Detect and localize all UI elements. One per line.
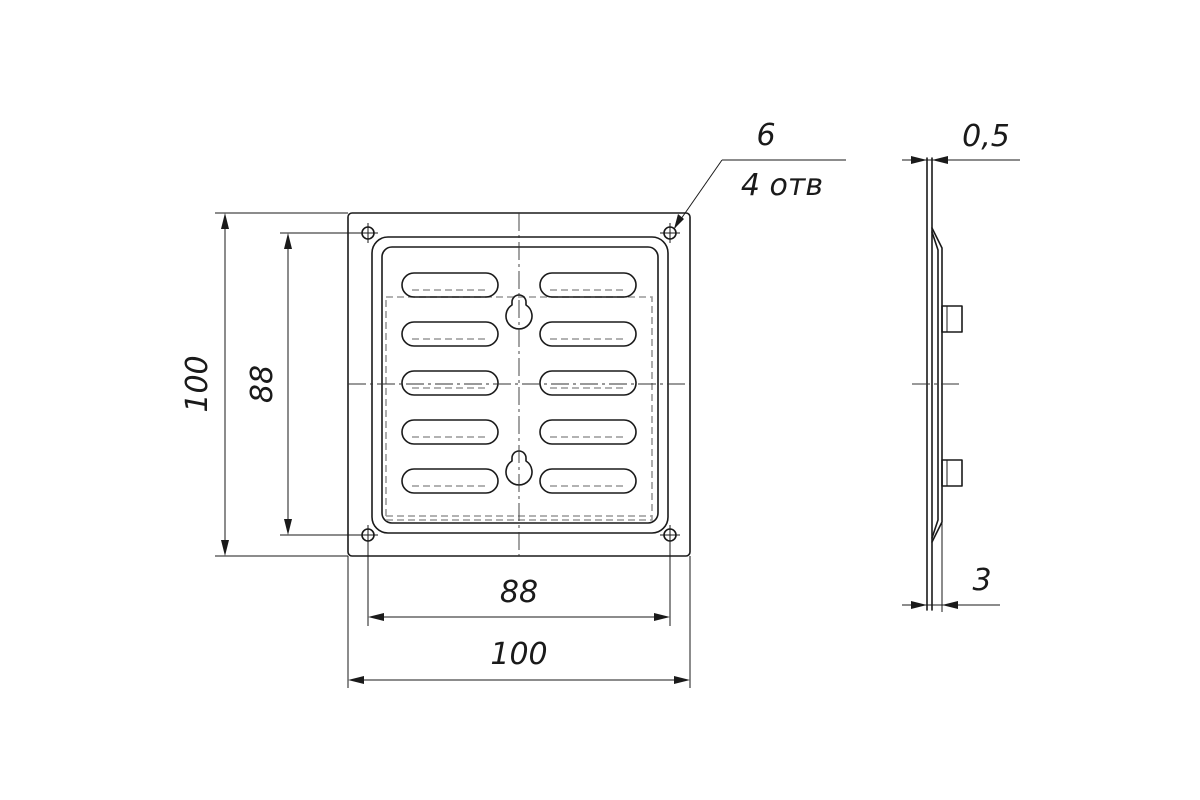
dim-text-inner-width: 88 [500, 575, 538, 610]
dim-text-hole-diameter: 6 [756, 118, 775, 153]
side-view [912, 157, 963, 611]
dim-depth: 3 [902, 522, 1000, 612]
dim-text-hole-count: 4 отв [741, 168, 823, 203]
louver-slots [401, 272, 637, 494]
front-view [347, 212, 691, 557]
dim-inner-height: 88 [245, 232, 362, 536]
louver-slot [401, 321, 499, 347]
louver-slot [401, 468, 499, 494]
side-boss-bottom [941, 459, 963, 487]
dim-hole-callout: 6 4 отв [673, 118, 846, 230]
corner-holes [358, 223, 680, 545]
dim-inner-width: 88 [367, 541, 671, 626]
dim-text-depth: 3 [972, 563, 991, 598]
side-frame-profile [931, 227, 943, 543]
dim-text-outer-width: 100 [490, 637, 547, 672]
louver-slot [401, 370, 499, 396]
inner-frame-outer [371, 236, 669, 534]
louver-slot [539, 468, 637, 494]
dim-outer-width: 100 [347, 556, 691, 688]
louver-slot [401, 272, 499, 298]
inner-frame-inner [381, 246, 659, 524]
dim-text-thickness: 0,5 [962, 119, 1010, 154]
louver-slot [539, 272, 637, 298]
keyhole-bottom [505, 450, 533, 486]
louver-slot [539, 370, 637, 396]
louver-slot [539, 321, 637, 347]
keyhole-top [505, 294, 533, 330]
louver-slot [539, 419, 637, 445]
dim-text-outer-height: 100 [180, 355, 215, 412]
louver-slot [401, 419, 499, 445]
dim-outer-height: 100 [180, 212, 348, 557]
side-boss-top [941, 305, 963, 333]
dim-thickness: 0,5 [902, 119, 1020, 164]
dim-text-inner-height: 88 [245, 365, 280, 403]
